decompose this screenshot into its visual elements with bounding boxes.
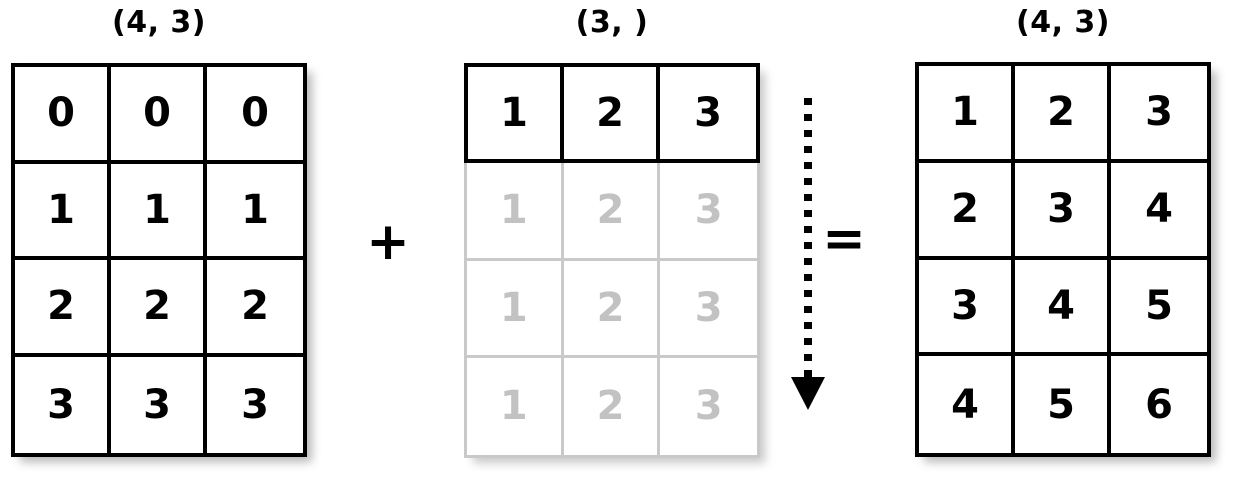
ghost-cell: 3 (660, 357, 757, 455)
cell: 2 (563, 66, 661, 164)
cell: 1 (207, 163, 303, 260)
broadcast-direction-arrow (791, 98, 825, 410)
ghost-cell: 1 (467, 260, 564, 358)
ghost-cell: 2 (563, 260, 661, 358)
cell: 3 (919, 259, 1015, 357)
matrix-operand-a: 0 0 0 1 1 1 2 2 2 3 3 3 (11, 63, 307, 457)
cell: 5 (1111, 259, 1207, 357)
cell: 3 (15, 356, 111, 453)
cell: 2 (207, 260, 303, 357)
ghost-cell: 3 (660, 260, 757, 358)
ghost-cell: 1 (467, 357, 564, 455)
cell: 1 (15, 163, 111, 260)
ghost-cell: 2 (563, 163, 661, 261)
cell: 5 (1015, 356, 1111, 453)
cell: 4 (919, 356, 1015, 453)
cell: 1 (919, 66, 1015, 163)
cell: 1 (467, 66, 564, 164)
plus-operator: + (366, 212, 410, 272)
cell: 3 (111, 356, 207, 453)
cell: 3 (207, 356, 303, 453)
cell: 4 (1015, 259, 1111, 357)
cell: 4 (1111, 162, 1207, 260)
cell: 6 (1111, 356, 1207, 453)
cell: 3 (660, 66, 757, 164)
cell: 1 (111, 163, 207, 260)
cell: 2 (111, 260, 207, 357)
shape-label-result: (4, 3) (1015, 5, 1110, 40)
ghost-cell: 1 (467, 163, 564, 261)
shape-label-operand-a: (4, 3) (111, 5, 206, 40)
cell: 2 (919, 162, 1015, 260)
ghost-cell: 3 (660, 163, 757, 261)
shape-label-operand-b: (3, ) (575, 5, 649, 40)
matrix-result: 1 2 3 2 3 4 3 4 5 4 5 6 (915, 62, 1211, 457)
cell: 0 (111, 67, 207, 164)
ghost-cell: 2 (563, 357, 661, 455)
cell: 2 (15, 260, 111, 357)
cell: 2 (1015, 66, 1111, 163)
cell: 3 (1111, 66, 1207, 163)
cell: 3 (1015, 162, 1111, 260)
matrix-operand-b: 1 2 3 1 2 3 1 2 3 1 2 3 (464, 63, 760, 458)
equals-operator: = (822, 209, 866, 269)
cell: 0 (207, 67, 303, 164)
cell: 0 (15, 67, 111, 164)
